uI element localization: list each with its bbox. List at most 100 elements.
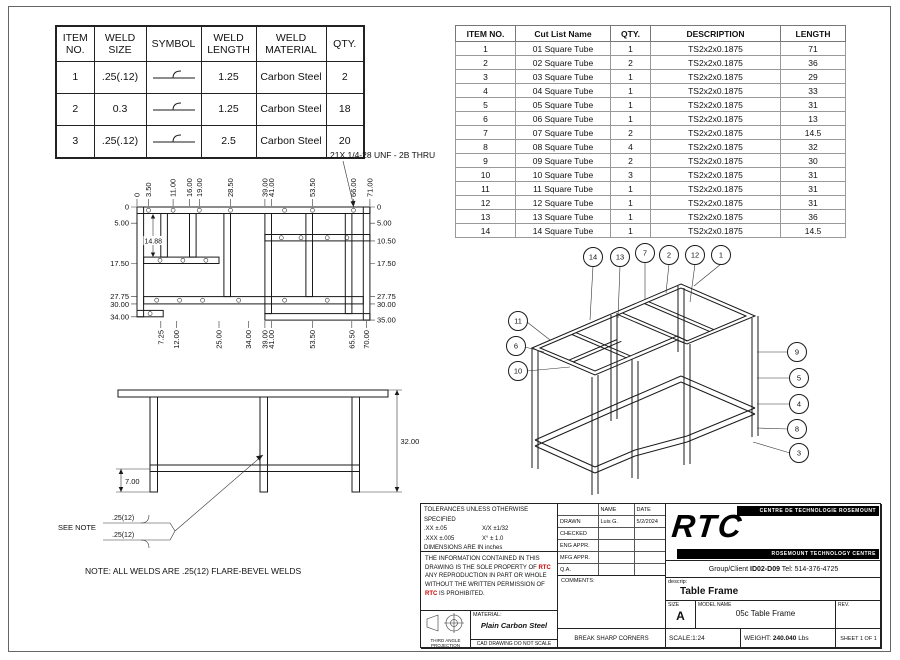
weld-note-callouts: SEE NOTE .25(12) .25(12) [58,454,264,549]
cut-list-cell: 1 [610,223,651,238]
tolerances-title: TOLERANCES UNLESS OTHERWISE SPECIFIED [424,507,529,523]
weld-item: 1 [55,61,95,94]
balloon-label: 3 [797,449,801,458]
balloon-label: 11 [514,317,522,326]
cut-list-cell: 2 [610,153,651,168]
dimension-label: 53.50 [308,330,317,349]
cut-list-cell: 10 [455,167,516,182]
cut-list-cell: TS2x2x0.1875 [650,125,781,140]
tol-xx: .XX ±.05 [424,526,447,533]
top-view-holes [146,207,356,316]
cut-list-cell: 33 [780,83,846,98]
cut-list-cell: 01 Square Tube [515,41,611,56]
projection-label: THIRD ANGLE PROJECTION [430,638,461,649]
cut-list-cell: TS2x2x0.1875 [650,223,781,238]
material-label: MATERIAL: [473,612,502,618]
cut-list-cell: 10 Square Tube [515,167,611,182]
size-value: A [676,609,685,623]
material-value: Plain Carbon Steel [480,621,548,630]
dimension-label: 39.00 [260,330,269,349]
cut-list-cell: 13 Square Tube [515,209,611,224]
weight-label: WEIGHT: [744,635,773,642]
dimension-label: 70.00 [362,330,371,349]
cut-list-cell: 03 Square Tube [515,69,611,84]
cut-list-cell: TS2x2x0.1875 [650,55,781,70]
cut-list-cell: 1 [610,83,651,98]
rtc-logo-cell: CENTRE DE TECHNOLOGIE ROSEMOUNT RTC ROSE… [666,504,882,561]
see-note-label: SEE NOTE [58,523,96,532]
cut-list-cell: 8 [455,139,516,154]
appr-label: ENG APPR. [558,539,599,552]
cut-list-cell: 1 [610,97,651,112]
dimension-label: 30.00 [377,300,396,309]
appr-name [598,527,635,540]
cut-list-cell: 29 [780,69,846,84]
weld-size: .25(.12) [93,61,147,94]
weld-callout-label: .25(12) [112,515,134,522]
drawing-title: Table Frame [680,586,739,597]
balloon-label: 13 [616,253,624,262]
dimension-label: 27.75 [110,292,129,301]
weld-callout-label: .25(12) [112,532,134,539]
cut-col-name: Cut List Name [515,25,611,42]
weld-col-qty: QTY. [325,25,365,62]
weld-size: 0.3 [93,93,147,126]
cut-list-cell: 09 Square Tube [515,153,611,168]
front-view-dims: 32.00 7.00 [116,389,420,493]
dimension-label: 19.00 [195,178,204,197]
weld-col-symbol: SYMBOL [145,25,202,62]
weight-unit: Lbs [796,635,809,642]
weld-material: Carbon Steel [255,125,327,159]
sheet-cell: SHEET 1 OF 1 [836,629,882,649]
dimension-label: 14.88 [145,239,163,246]
cut-list-cell: TS2x2x0.1875 [650,41,781,56]
weld-col-item: ITEM NO. [55,25,95,62]
tol-ang: X° ± 1.0 [482,535,504,542]
rev-cell: REV. [836,601,882,629]
model-label: MODEL NAME [698,602,732,608]
weld-symbol-cell [145,93,202,126]
cut-list-cell: 3 [455,69,516,84]
weld-qty: 20 [325,125,365,159]
tol-units: DIMENSIONS ARE IN inches [424,545,503,552]
dimension-label: 66.00 [349,178,358,197]
cut-list-cell: 1 [610,195,651,210]
appr-name [598,563,635,575]
cut-list-cell: 36 [780,55,846,70]
sheet-border [8,6,891,652]
size-label: SIZE [668,602,680,608]
top-view-dims-right: 0 5.00 10.50 17.50 27.75 30.00 35.00 [377,203,396,325]
weld-table-header-row: ITEM NO. WELD SIZE SYMBOL WELD LENGTH WE… [55,25,365,62]
hole-callout: 21X 1/4-28 UNF - 2B THRU [330,150,435,207]
cut-list-cell: TS2x2x0.1875 [650,139,781,154]
cut-list-cell: 30 [780,153,846,168]
description-cell: descrip: Table Frame [666,578,882,601]
cut-list-cell: 05 Square Tube [515,97,611,112]
appr-date-header: DATE [634,504,665,516]
tol-frac: X/X ±1/32 [482,526,509,533]
cut-list-cell: 02 Square Tube [515,55,611,70]
cut-list-cell: TS2x2x0.1875 [650,111,781,126]
cut-list-cell: 13 [780,111,846,126]
dimension-label: 5.00 [114,219,129,228]
scale-cell: SCALE:1:24 [666,629,741,649]
dimension-label: 7.00 [125,477,140,486]
dimension-label: 32.00 [401,437,420,446]
weld-table-row: 2 0.3 1.25 Carbon Steel 18 [55,93,365,126]
cut-list-cell: 31 [780,195,846,210]
cut-list-cell: 06 Square Tube [515,111,611,126]
weld-size: .25(.12) [93,125,147,159]
appr-label: CHECKED [558,527,599,540]
cut-list-cell: 12 [455,195,516,210]
